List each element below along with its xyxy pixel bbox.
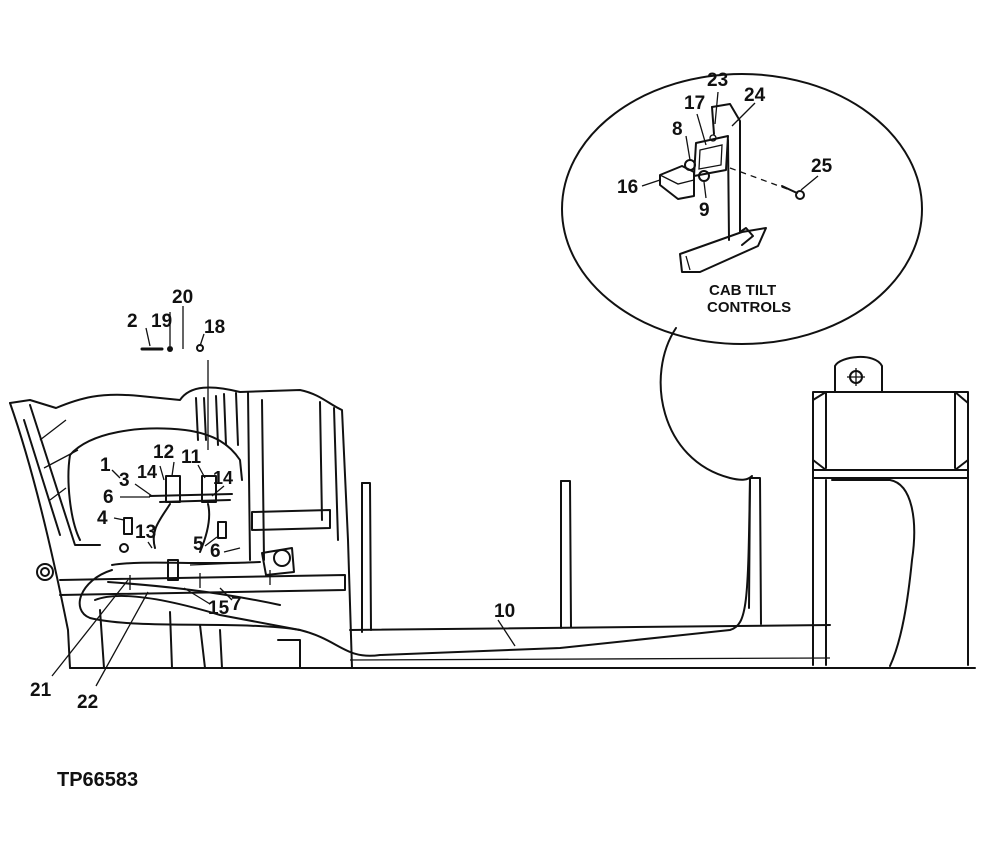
- frame-top-rail: [349, 624, 831, 631]
- leader-lines: [51, 461, 516, 687]
- cab-outline: [9, 386, 353, 669]
- callout-11: 11: [181, 447, 202, 468]
- valve-11: [201, 475, 217, 503]
- callout-4: 4: [97, 508, 108, 529]
- cab-left-edge: [9, 402, 71, 669]
- tank-body: [831, 479, 916, 667]
- fitting-4: [123, 517, 133, 535]
- callout-21: 21: [30, 680, 52, 701]
- callout-16: 16: [617, 177, 638, 198]
- callout-8: 8: [672, 119, 683, 140]
- callout-13: 13: [135, 522, 156, 543]
- inset-cab-tilt-controls: CAB TILT CONTROLS: [561, 73, 923, 481]
- post-1: [361, 482, 372, 631]
- nut-8-icon: [684, 159, 696, 171]
- interior-panel: [251, 509, 331, 531]
- hydraulic-line: [78, 479, 751, 657]
- control-valve-assembly: [119, 306, 233, 553]
- inset-ellipse: [561, 73, 923, 345]
- callout-3: 3: [119, 470, 130, 491]
- bracket-inner: [727, 139, 730, 241]
- callout-20: 20: [172, 287, 193, 308]
- callout-2: 2: [127, 311, 138, 332]
- callout-24: 24: [744, 85, 766, 106]
- pump-icon: [273, 549, 291, 567]
- bracket-edge: [711, 106, 715, 135]
- washer-9-icon: [698, 170, 710, 182]
- callout-labels: 23 24 17 8 25 16 9 20 2 19 18 12 11 1 14…: [30, 70, 833, 713]
- callout-14a: 14: [137, 462, 157, 482]
- callout-18: 18: [204, 317, 225, 338]
- callout-17: 17: [684, 93, 705, 114]
- figure-id: TP66583: [57, 769, 138, 791]
- tank-top-box: [812, 391, 969, 471]
- callout-14b: 14: [213, 468, 233, 488]
- callout-25: 25: [811, 156, 833, 177]
- inset-title-line1: CAB TILT: [709, 282, 776, 299]
- callout-19: 19: [151, 311, 172, 332]
- pedal-base: [679, 227, 767, 273]
- machine-frame: [9, 356, 976, 669]
- callout-6b: 6: [210, 541, 221, 562]
- fitting-5: [217, 521, 227, 539]
- line-10: [78, 479, 751, 657]
- callout-7: 7: [231, 594, 242, 615]
- tank-bracket: [834, 356, 883, 393]
- callout-22: 22: [77, 692, 98, 713]
- post-2: [560, 480, 572, 628]
- callout-12: 12: [153, 442, 174, 463]
- callout-6a: 6: [103, 487, 114, 508]
- callout-23: 23: [707, 70, 728, 91]
- mount-bracket: [659, 165, 695, 200]
- post-3: [749, 477, 762, 625]
- callout-9: 9: [699, 200, 710, 221]
- bolt-25-icon: [781, 185, 798, 194]
- valve-12: [165, 475, 181, 503]
- callout-1: 1: [100, 455, 111, 476]
- callout-10: 10: [494, 601, 515, 622]
- pulley-icon: [36, 563, 54, 581]
- panel-curve: [69, 427, 243, 481]
- inset-title-line2: CONTROLS: [707, 299, 791, 316]
- callout-5: 5: [193, 534, 204, 555]
- callout-15: 15: [208, 598, 230, 619]
- inset-connector: [659, 327, 753, 481]
